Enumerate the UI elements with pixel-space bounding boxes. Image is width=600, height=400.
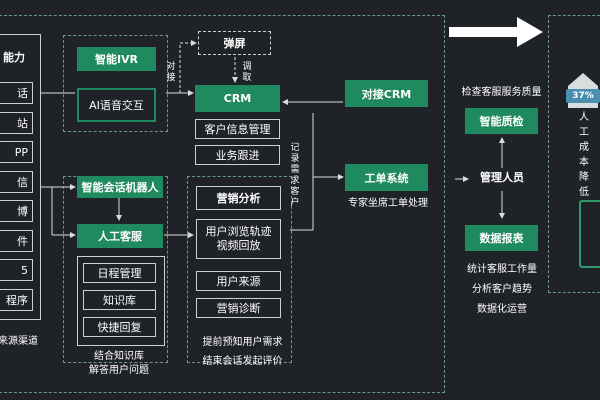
ivr-title: 智能IVR — [94, 53, 139, 66]
crm-item-1-label: 客户信息管理 — [204, 123, 271, 136]
popup-edge-label-left: 对接 — [166, 62, 176, 83]
qa-label: 智能质检 — [479, 115, 524, 128]
channel-dashed-frame — [0, 34, 41, 320]
marketing-caption-2: 结束会话发起评价 — [202, 356, 283, 367]
channel-item[interactable]: 站 — [0, 111, 33, 134]
channel-item-label: 话 — [17, 87, 28, 100]
channel-item-label: 博 — [17, 205, 28, 218]
ivr-node[interactable]: 智能IVR — [77, 47, 156, 71]
crm-connect-node[interactable]: 对接CRM — [345, 80, 428, 107]
ticket-label: 工单系统 — [364, 171, 409, 185]
channels-caption: 来源渠道 — [0, 336, 38, 347]
big-arrow — [449, 17, 543, 47]
ticket-node[interactable]: 工单系统 — [345, 164, 428, 191]
agent-item-2-label: 知识库 — [103, 294, 136, 307]
agent-items-frame — [77, 256, 165, 346]
marketing-item-3: 营销诊断 — [196, 298, 281, 318]
percent-label: 37% — [566, 89, 600, 103]
marketing-item-2-label: 用户来源 — [216, 275, 261, 288]
crm-item-2: 业务跟进 — [195, 145, 280, 165]
popup-node[interactable]: 弹屏 — [198, 31, 271, 55]
crm-connect-label: 对接CRM — [361, 87, 412, 101]
marketing-item-1-label: 用户浏览轨迹视频回放 — [205, 225, 272, 252]
agent-node[interactable]: 人工客服 — [77, 224, 163, 248]
main-dashed-frame — [0, 15, 445, 393]
marketing-title-node[interactable]: 营销分析 — [196, 186, 281, 210]
channel-item-label: PP — [14, 145, 28, 159]
manager-label[interactable]: 管理人员 — [480, 171, 524, 184]
agent-item-2: 知识库 — [83, 290, 156, 310]
edge-marketing-to-ticket — [290, 174, 344, 231]
crm-node[interactable]: CRM — [195, 85, 280, 112]
marketing-item-1: 用户浏览轨迹视频回放 — [196, 219, 281, 259]
crm-item-2-label: 业务跟进 — [215, 149, 260, 162]
cost-reduction-text: 人工成本降低 — [579, 112, 589, 198]
right-top-caption: 检查客服服务质量 — [461, 87, 542, 98]
robot-label: 智能会话机器人 — [81, 181, 159, 194]
channel-item-label: 程序 — [6, 293, 28, 307]
right-dashed-frame — [548, 15, 600, 293]
channels-title: 能力 — [3, 51, 25, 64]
channel-item-label: 5 — [21, 263, 28, 277]
ivr-dashed-frame — [63, 35, 168, 132]
qa-node[interactable]: 智能质检 — [465, 108, 538, 134]
right-caption-3: 数据化运营 — [477, 304, 527, 315]
agent-caption-1: 结合知识库 — [94, 351, 144, 362]
agent-caption-2: 解答用户问题 — [89, 365, 149, 376]
marketing-item-3-label: 营销诊断 — [216, 302, 261, 315]
ticket-caption: 专家坐席工单处理 — [348, 198, 428, 209]
channel-item-label: 站 — [17, 116, 28, 130]
channel-item[interactable]: 5 — [0, 259, 33, 281]
marketing-dashed-frame — [187, 176, 292, 363]
channel-item[interactable]: 信 — [0, 170, 33, 193]
agent-item-1-label: 日程管理 — [97, 267, 142, 280]
edge-crm-to-popup — [179, 40, 197, 93]
popup-label: 弹屏 — [223, 37, 246, 50]
channel-item[interactable]: 程序 — [0, 288, 33, 311]
channel-item-label: 件 — [17, 234, 28, 248]
crm-label: CRM — [223, 92, 252, 105]
marketing-title: 营销分析 — [216, 192, 261, 205]
crm-record-note: 记录需求客户 — [290, 143, 300, 208]
channel-item[interactable]: 博 — [0, 200, 33, 222]
report-label: 数据报表 — [479, 232, 524, 245]
channel-item[interactable]: 话 — [0, 82, 33, 104]
right-caption-2: 分析客户趋势 — [472, 284, 532, 295]
agent-item-1: 日程管理 — [83, 263, 156, 283]
popup-edge-label-down: 调取 — [242, 62, 252, 83]
robot-node[interactable]: 智能会话机器人 — [77, 176, 163, 198]
ai-voice-node[interactable]: AI语音交互 — [77, 88, 156, 122]
monitor-icon — [579, 200, 600, 268]
agent-item-3-label: 快捷回复 — [97, 321, 142, 334]
edge-channels-to-agent — [51, 187, 76, 238]
report-node[interactable]: 数据报表 — [465, 225, 538, 251]
marketing-caption-1: 提前预知用户需求 — [202, 337, 283, 348]
channel-item[interactable]: 件 — [0, 229, 33, 252]
marketing-item-2: 用户来源 — [196, 271, 281, 291]
agent-label: 人工客服 — [98, 230, 142, 243]
channel-item-label: 信 — [17, 175, 28, 189]
right-caption-1: 统计客服工作量 — [467, 264, 537, 275]
channel-item[interactable]: PP — [0, 141, 33, 163]
agent-item-3: 快捷回复 — [83, 317, 156, 337]
crm-item-1: 客户信息管理 — [195, 119, 280, 139]
ai-voice-label: AI语音交互 — [89, 99, 144, 112]
